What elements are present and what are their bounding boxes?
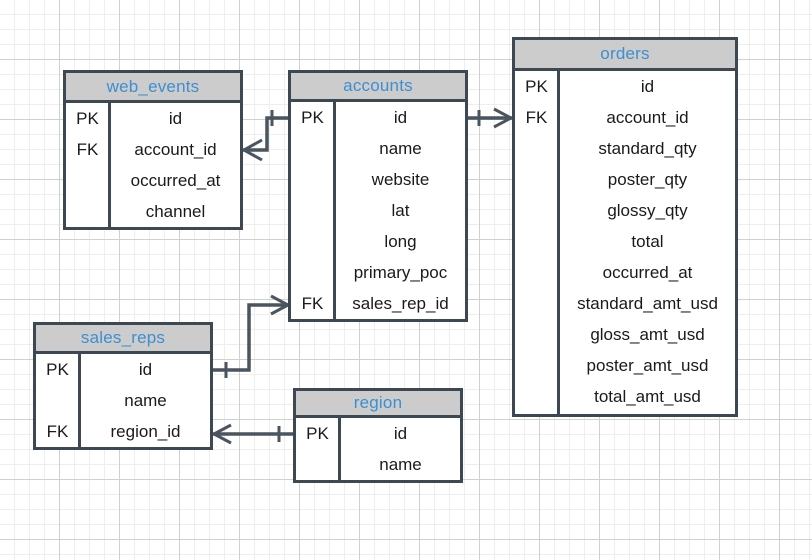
field-cell: total_amt_usd [594, 386, 701, 406]
key-cell: FK [301, 293, 324, 313]
field-cell: standard_amt_usd [577, 293, 718, 313]
entity-region[interactable]: region PK id name [293, 388, 463, 483]
entity-body-web-events: PK FK id account_id occurred_at channel [66, 103, 240, 227]
key-cell [515, 257, 557, 288]
connector-accounts-orders [468, 107, 515, 129]
key-cell [515, 195, 557, 226]
field-cell: gloss_amt_usd [590, 324, 705, 344]
key-cell: PK [306, 423, 329, 443]
field-cell: account_id [134, 139, 217, 159]
field-cell: lat [391, 200, 410, 220]
key-cell: PK [76, 108, 99, 128]
field-column-region: id name [341, 418, 460, 480]
field-cell: long [384, 231, 417, 251]
key-cell: FK [46, 421, 69, 441]
key-cell [291, 226, 333, 257]
entity-title-sales-reps: sales_reps [36, 325, 210, 354]
field-cell: region_id [110, 421, 181, 441]
key-cell [515, 319, 557, 350]
key-cell [291, 257, 333, 288]
field-cell: total [631, 231, 664, 251]
field-cell: occurred_at [130, 170, 221, 190]
connector-sales-reps-region [210, 423, 293, 445]
key-cell: PK [301, 107, 324, 127]
key-column-accounts: PK FK [291, 102, 336, 319]
field-cell: id [393, 423, 408, 443]
entity-orders[interactable]: orders PK FK id account_id standard_qty … [512, 37, 738, 417]
field-cell: standard_qty [598, 138, 697, 158]
key-column-region: PK [296, 418, 341, 480]
field-cell: primary_poc [353, 262, 448, 282]
key-cell [515, 381, 557, 412]
key-cell [291, 133, 333, 164]
entity-accounts[interactable]: accounts PK FK id name website lat long … [288, 70, 468, 322]
entity-body-region: PK id name [296, 418, 460, 480]
key-column-sales-reps: PK FK [36, 354, 81, 447]
key-column-web-events: PK FK [66, 103, 111, 227]
entity-web-events[interactable]: web_events PK FK id account_id occurred_… [63, 70, 243, 230]
field-cell: channel [145, 201, 206, 221]
key-cell [515, 226, 557, 257]
field-cell: name [124, 390, 167, 410]
entity-body-sales-reps: PK FK id name region_id [36, 354, 210, 447]
field-cell: name [379, 454, 422, 474]
key-cell [291, 195, 333, 226]
key-cell [515, 350, 557, 381]
field-cell: id [640, 76, 655, 96]
key-cell [66, 196, 108, 227]
key-cell [515, 133, 557, 164]
entity-title-accounts: accounts [291, 73, 465, 102]
field-column-orders: id account_id standard_qty poster_qty gl… [560, 71, 735, 414]
entity-body-orders: PK FK id account_id standard_qty poster_… [515, 71, 735, 414]
key-cell [296, 449, 338, 480]
key-cell: FK [76, 139, 99, 159]
entity-body-accounts: PK FK id name website lat long primary_p… [291, 102, 465, 319]
key-cell: PK [525, 76, 548, 96]
entity-title-region: region [296, 391, 460, 418]
field-column-sales-reps: id name region_id [81, 354, 210, 447]
entity-title-web-events: web_events [66, 73, 240, 103]
connector-web-events-accounts [240, 110, 288, 162]
field-cell: name [379, 138, 422, 158]
field-cell: id [138, 359, 153, 379]
key-cell [515, 164, 557, 195]
key-cell: PK [46, 359, 69, 379]
field-cell: sales_rep_id [352, 293, 449, 313]
field-column-accounts: id name website lat long primary_poc sal… [336, 102, 465, 319]
key-cell: FK [525, 107, 548, 127]
field-cell: account_id [606, 107, 689, 127]
entity-title-orders: orders [515, 40, 735, 71]
connector-sales-reps-accounts [213, 294, 292, 378]
field-cell: occurred_at [602, 262, 693, 282]
key-cell [515, 288, 557, 319]
key-column-orders: PK FK [515, 71, 560, 414]
field-cell: glossy_qty [607, 200, 688, 220]
key-cell [36, 385, 78, 416]
field-cell: poster_amt_usd [586, 355, 709, 375]
entity-sales-reps[interactable]: sales_reps PK FK id name region_id [33, 322, 213, 450]
field-cell: website [371, 169, 430, 189]
field-cell: id [393, 107, 408, 127]
key-cell [66, 165, 108, 196]
field-cell: id [168, 108, 183, 128]
field-cell: poster_qty [607, 169, 688, 189]
field-column-web-events: id account_id occurred_at channel [111, 103, 240, 227]
key-cell [291, 164, 333, 195]
